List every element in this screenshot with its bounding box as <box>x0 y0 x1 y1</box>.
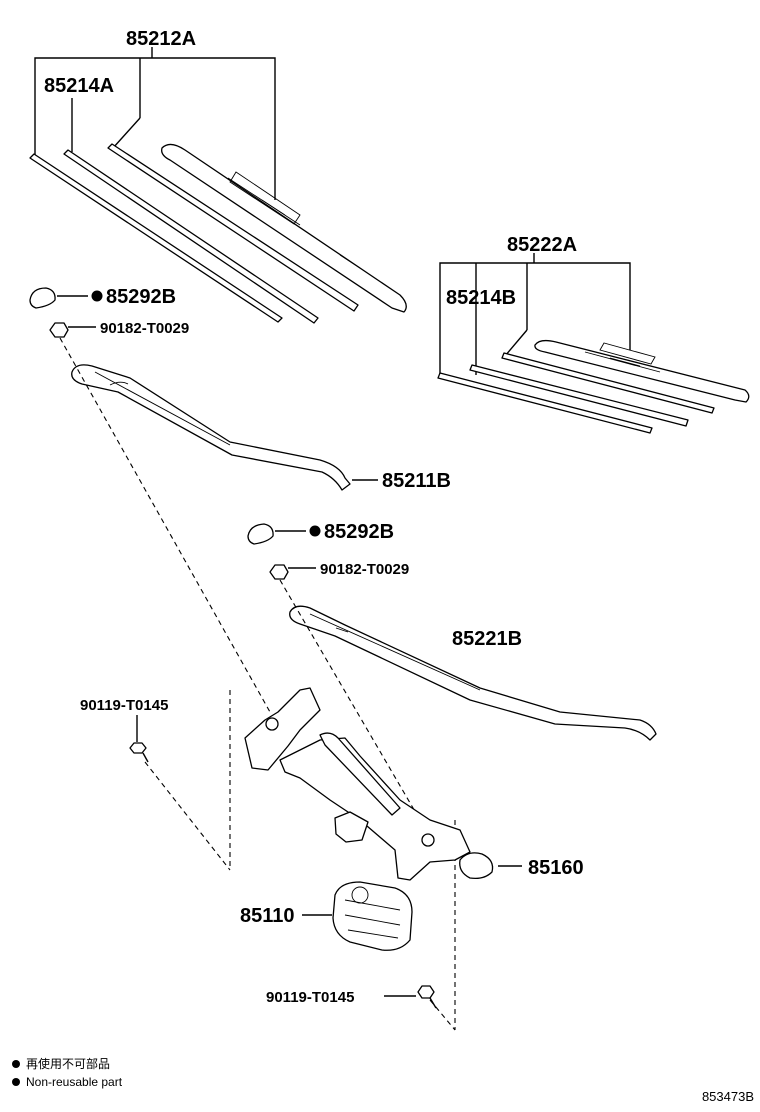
cap-driver <box>29 287 103 309</box>
wiper-arm-driver <box>71 364 378 491</box>
label-90119-T0145-bottom: 90119-T0145 <box>266 989 354 1006</box>
legend-dot-icon <box>12 1060 20 1068</box>
label-85110: 85110 <box>240 905 295 927</box>
rubber-strip-passenger-1 <box>437 372 653 434</box>
bolt-left <box>129 715 149 763</box>
cap-passenger <box>247 523 321 545</box>
label-85292B-top: 85292B <box>106 286 176 308</box>
label-85214B: 85214B <box>446 287 516 309</box>
rubber-strip-driver-1 <box>29 153 283 323</box>
label-85292B-mid: 85292B <box>324 521 394 543</box>
non-reusable-dot <box>91 290 103 302</box>
nut-passenger <box>269 564 316 580</box>
label-85222A: 85222A <box>507 234 577 256</box>
passenger-blade-group <box>437 253 750 434</box>
rubber-strip-driver-2 <box>63 149 319 324</box>
wiper-blade-passenger <box>534 339 750 403</box>
legend-dot-icon <box>12 1078 20 1086</box>
legend: 再使用不可部品 Non-reusable part <box>12 1055 122 1091</box>
nut-driver <box>49 322 96 338</box>
label-90119-T0145-left: 90119-T0145 <box>80 697 168 714</box>
driver-blade-group <box>29 47 407 324</box>
rubber-strip-passenger-3 <box>501 352 715 414</box>
label-85211B: 85211B <box>382 470 451 492</box>
legend-text-jp: 再使用不可部品 <box>26 1057 111 1071</box>
wiper-blade-driver <box>161 143 407 313</box>
rubber-strip-driver-3 <box>107 143 359 312</box>
wiper-link-assembly <box>244 687 522 881</box>
label-85212A: 85212A <box>126 28 196 50</box>
legend-row-en: Non-reusable part <box>12 1073 122 1091</box>
label-85221B: 85221B <box>452 628 522 650</box>
figure-id: 853473B <box>701 1089 754 1104</box>
legend-text-en: Non-reusable part <box>26 1075 123 1089</box>
rubber-strip-passenger-2 <box>469 364 689 427</box>
bolt-bottom <box>384 985 437 1009</box>
label-85214A: 85214A <box>44 75 114 97</box>
non-reusable-dot <box>309 525 321 537</box>
label-90182-T0029-mid: 90182-T0029 <box>320 561 409 578</box>
legend-row-jp: 再使用不可部品 <box>12 1055 122 1073</box>
wiper-motor <box>302 881 413 951</box>
label-90182-T0029-top: 90182-T0029 <box>100 320 189 337</box>
assembly-guides <box>59 337 456 1031</box>
wiper-arm-passenger <box>289 605 657 741</box>
label-85160: 85160 <box>528 857 584 879</box>
